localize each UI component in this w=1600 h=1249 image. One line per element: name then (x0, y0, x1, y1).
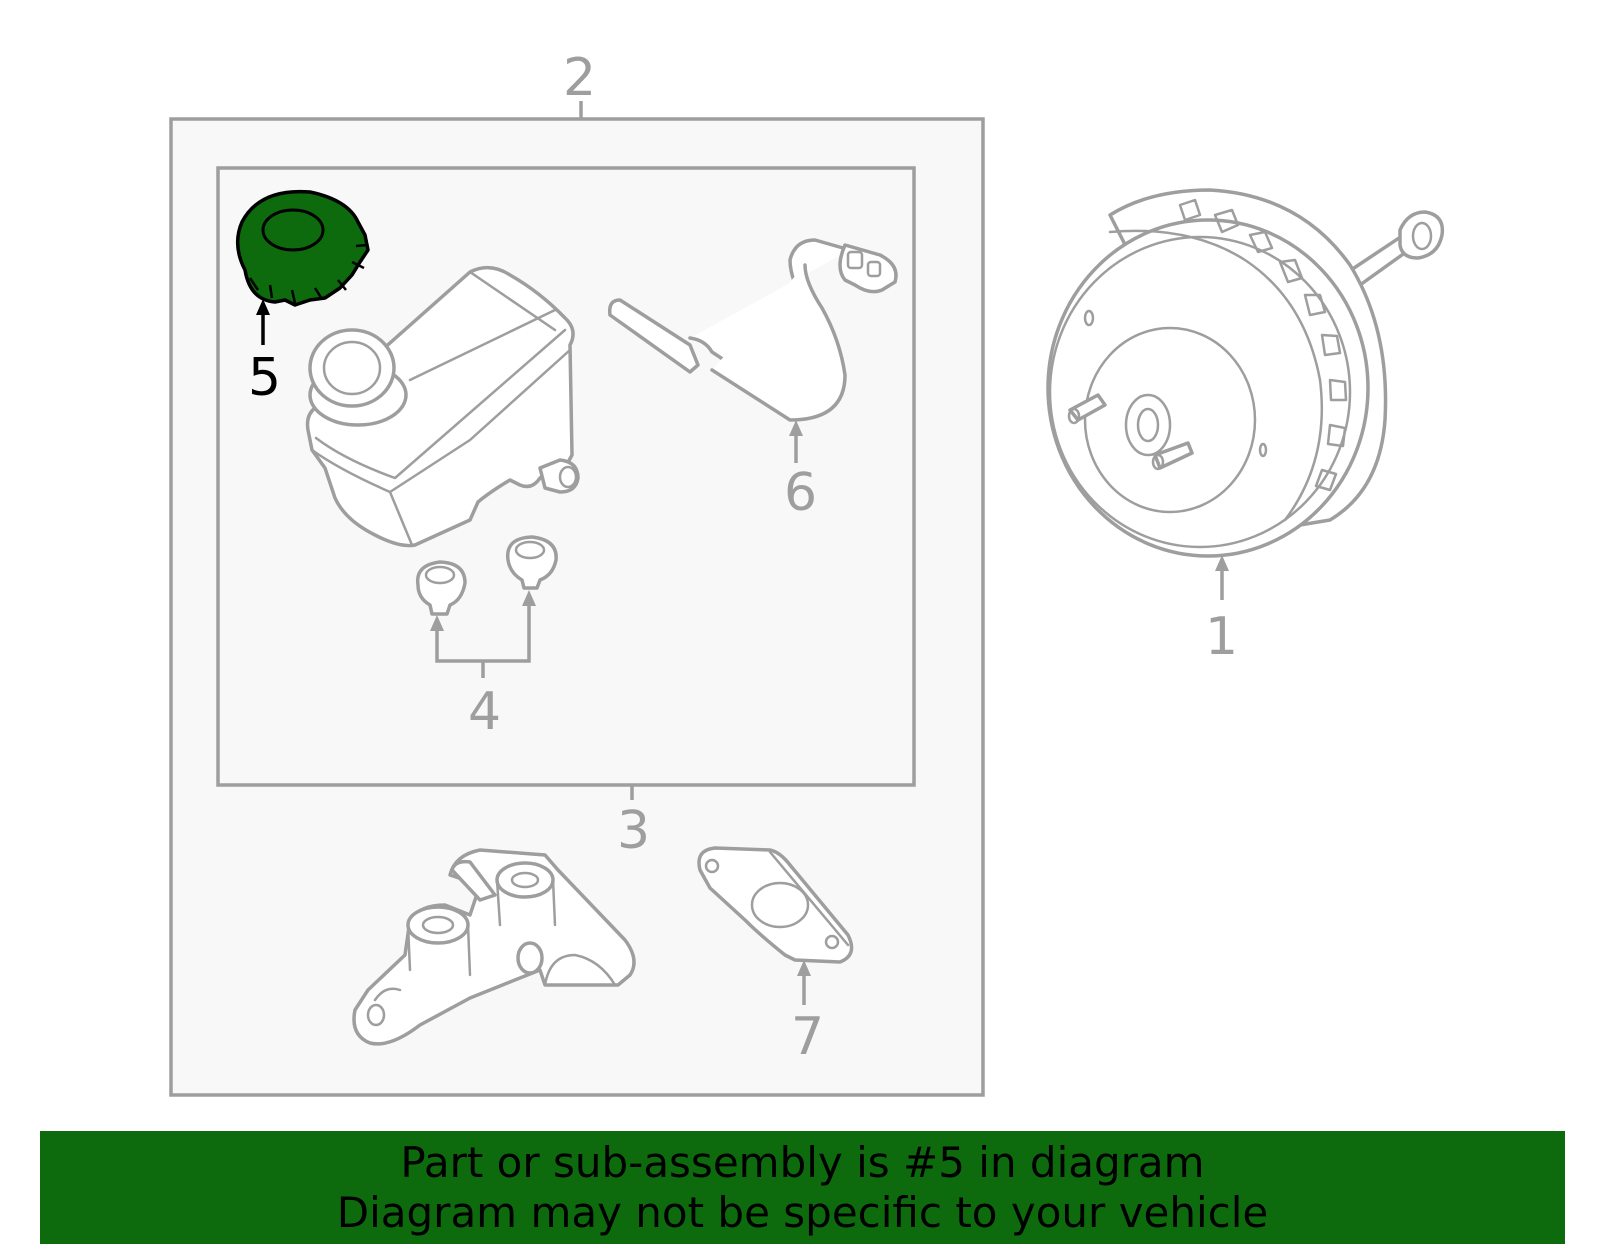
part-5-reservoir-cap[interactable] (235, 189, 370, 307)
callout-2[interactable]: 2 (563, 48, 596, 108)
part-7-gasket[interactable] (697, 846, 854, 964)
reservoir-body[interactable] (305, 265, 580, 548)
callout-1[interactable]: 1 (1205, 607, 1238, 667)
callout-7[interactable]: 7 (791, 1007, 824, 1067)
callout-5[interactable]: 5 (248, 348, 281, 408)
master-cylinder[interactable] (352, 848, 636, 1046)
callout-3[interactable]: 3 (617, 801, 650, 861)
part-4-grommet-right[interactable] (505, 535, 558, 590)
part-1-brake-booster[interactable] (1046, 188, 1445, 558)
info-banner: Part or sub-assembly is #5 in diagram Di… (40, 1131, 1565, 1244)
banner-line-1: Part or sub-assembly is #5 in diagram (400, 1137, 1205, 1187)
callout-6[interactable]: 6 (784, 463, 817, 523)
callout-4[interactable]: 4 (468, 682, 501, 742)
part-4-grommet-left[interactable] (415, 560, 467, 616)
part-6-level-sensor[interactable] (607, 238, 898, 422)
banner-line-2: Diagram may not be specific to your vehi… (336, 1187, 1269, 1237)
